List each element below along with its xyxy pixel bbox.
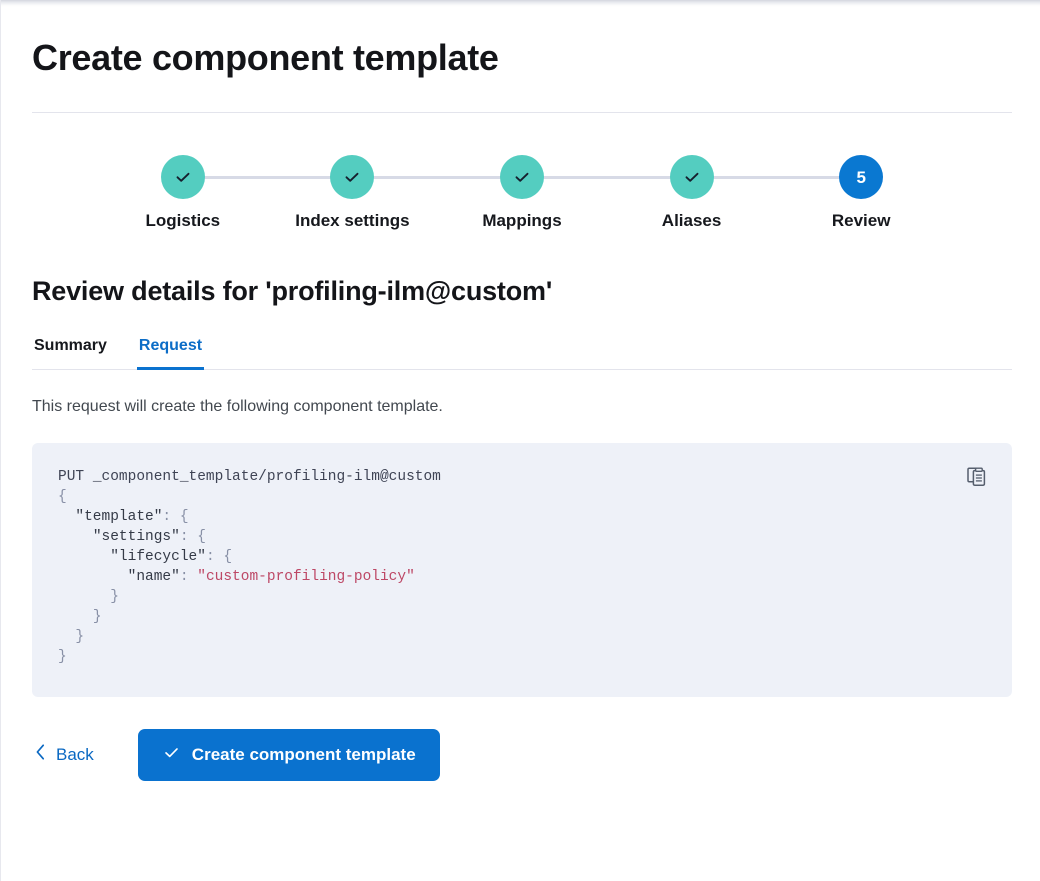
create-component-template-page: Create component template Logistics	[32, 37, 1012, 781]
wizard-footer: Back Create component template	[32, 728, 1012, 781]
step-logistics[interactable]: Logistics	[98, 155, 353, 231]
back-button[interactable]: Back	[32, 737, 96, 772]
check-icon	[173, 167, 193, 187]
step-number: 5	[856, 167, 866, 187]
step-label: Review	[831, 211, 891, 231]
check-icon	[162, 743, 181, 767]
review-tabs: Summary Request	[32, 337, 1012, 371]
back-button-label: Back	[56, 744, 94, 764]
request-code-panel: PUT _component_template/profiling-ilm@cu…	[32, 442, 1012, 697]
step-mappings[interactable]: Mappings	[437, 155, 692, 231]
step-connector	[521, 176, 692, 180]
page-title: Create component template	[32, 37, 499, 78]
check-icon	[512, 167, 532, 187]
lifecycle-name-value: "custom-profiling-policy"	[197, 568, 415, 585]
copy-clipboard-icon	[967, 465, 987, 490]
step-status-indicator	[160, 155, 205, 200]
check-icon	[342, 167, 362, 187]
request-path: _component_template/profiling-ilm@custom	[92, 468, 441, 485]
step-label: Mappings	[482, 211, 562, 231]
step-label: Logistics	[145, 211, 221, 231]
tab-summary[interactable]: Summary	[32, 337, 109, 370]
step-label: Index settings	[295, 211, 410, 231]
step-status-indicator: 5	[839, 155, 884, 200]
step-status-indicator	[499, 155, 544, 200]
step-label: Aliases	[661, 211, 722, 231]
step-aliases[interactable]: Aliases	[607, 155, 862, 231]
step-status-indicator	[330, 155, 375, 200]
request-description: This request will create the following c…	[32, 398, 443, 416]
step-connector	[691, 176, 862, 180]
step-connector	[352, 176, 522, 180]
wizard-stepper: Logistics Index settings	[32, 155, 1012, 231]
request-method: PUT	[58, 468, 85, 485]
chevron-left-icon	[34, 743, 47, 766]
step-connector	[182, 176, 353, 180]
request-code: PUT _component_template/profiling-ilm@cu…	[58, 468, 441, 665]
tab-request[interactable]: Request	[136, 337, 205, 371]
copy-clipboard-icon-button[interactable]	[962, 463, 992, 493]
title-divider	[32, 112, 1012, 114]
step-index-settings[interactable]: Index settings	[268, 155, 522, 231]
create-component-template-button[interactable]: Create component template	[137, 728, 440, 781]
create-component-template-button-label: Create component template	[191, 744, 416, 764]
step-status-indicator	[669, 155, 714, 200]
step-review[interactable]: 5 Review	[776, 155, 946, 231]
review-heading: Review details for 'profiling-ilm@custom…	[32, 276, 553, 307]
check-icon	[682, 167, 702, 187]
